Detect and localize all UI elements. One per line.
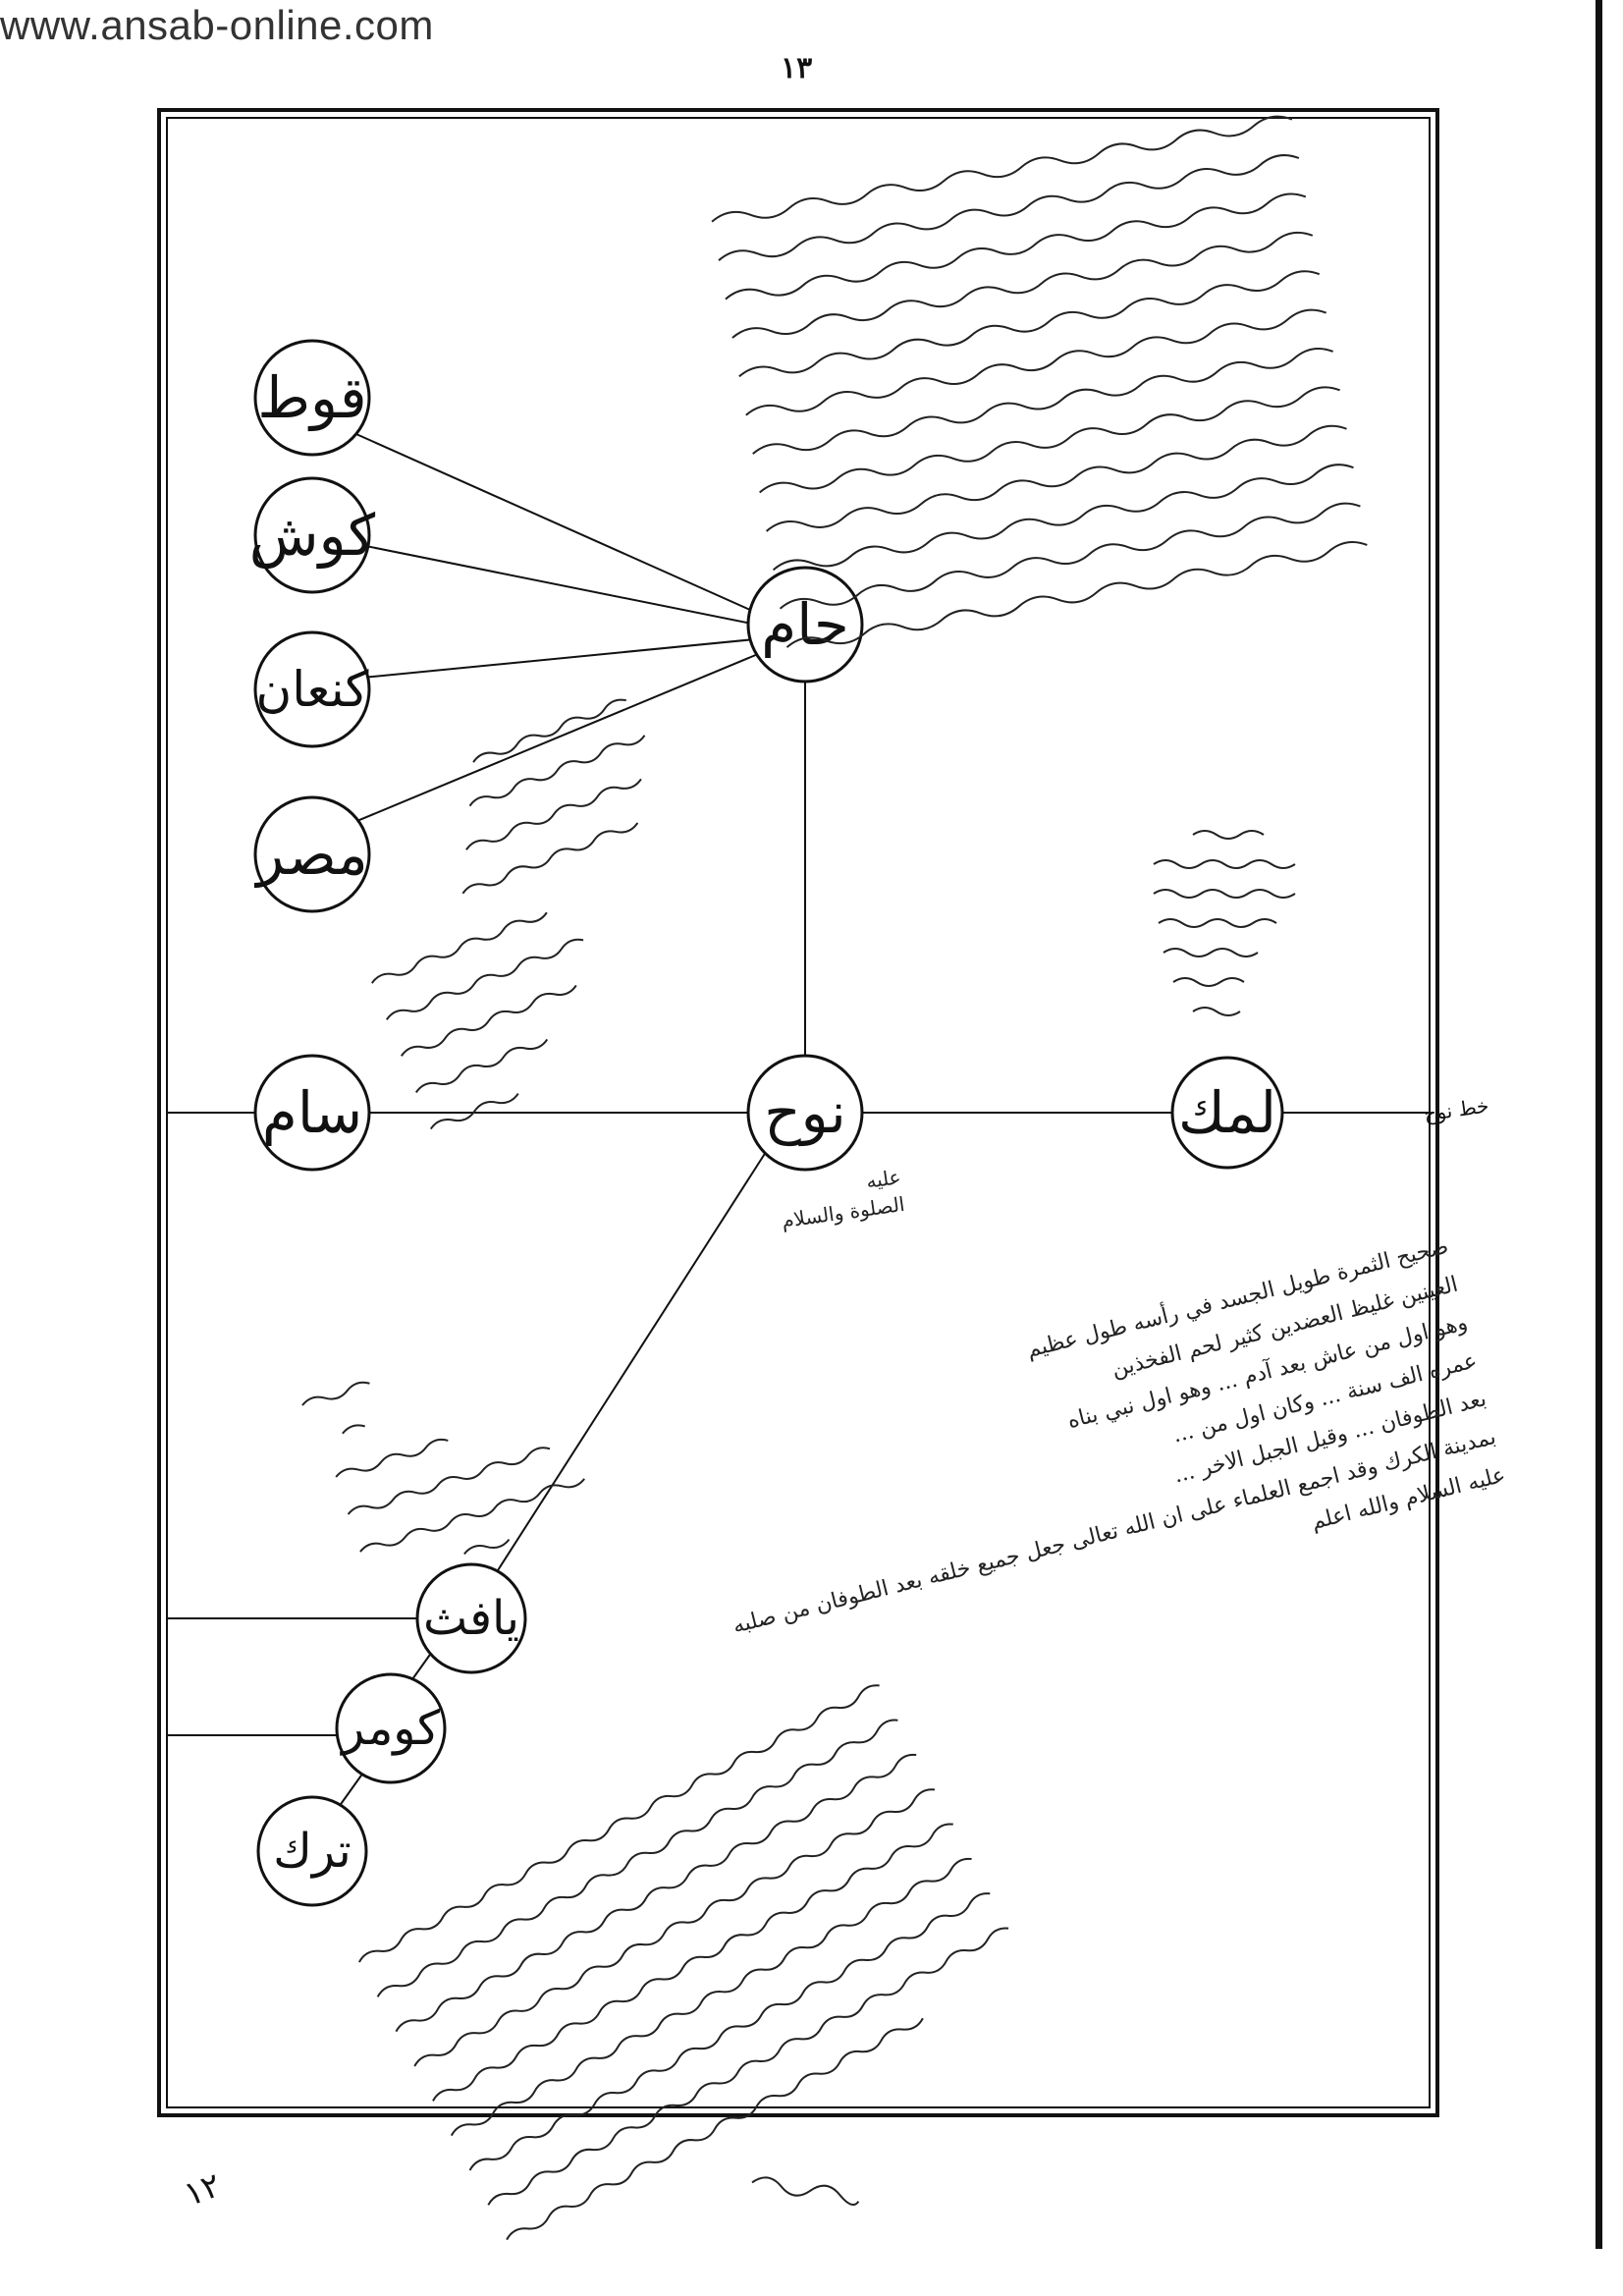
node-label-misr: مصر (253, 821, 367, 889)
node-label-turk: ترك (273, 1824, 351, 1879)
frame-outer (157, 108, 1439, 2117)
node-circle-sam (253, 1054, 371, 1172)
handwriting-lines-ham-sam (371, 698, 646, 1130)
node-circle-kush (253, 476, 371, 594)
node-circle-misr (253, 795, 371, 913)
node-circle-kanan (253, 630, 371, 748)
page-edge-line (1596, 0, 1602, 2249)
handwriting-block-bottom (330, 1627, 1103, 2262)
node-circle-yafith (415, 1562, 527, 1674)
node-label-yafith: يافث (423, 1591, 519, 1646)
handwriting-lines-yafith (301, 1381, 585, 1556)
line-ham-qut (311, 413, 806, 635)
node-circle-ham (746, 566, 864, 683)
node-label-lamak: لمك (1178, 1079, 1276, 1146)
page-number: ١٣ (781, 51, 813, 85)
node-label-kush: كوش (249, 502, 376, 570)
handwriting-block-yafith (287, 1292, 655, 1605)
node-label-kumar: كومر (340, 1701, 440, 1756)
handwriting-block-ham-sam (280, 654, 809, 1173)
node-label-kanan: كنعان (256, 661, 369, 718)
catchword-scribble (751, 2176, 860, 2207)
handwriting-block-lamak (1134, 820, 1311, 1036)
line-ham-kanan (311, 633, 806, 683)
handwriting-lines-top (711, 115, 1368, 648)
node-label-qut: قوط (257, 364, 366, 432)
line-ham-misr (311, 633, 806, 841)
node-circle-turk (256, 1795, 368, 1907)
handwriting-lines-bottom (357, 1684, 1009, 2241)
line-ham-kush (311, 534, 806, 635)
node-label-sam: سام (262, 1079, 362, 1146)
node-label-nuh: نوح (764, 1079, 846, 1147)
handwriting-lines-lamak (1153, 830, 1296, 1016)
node-circle-qut (253, 339, 371, 457)
node-circle-kumar (335, 1672, 447, 1784)
node-circle-lamak (1170, 1056, 1284, 1170)
node-circle-nuh (746, 1054, 864, 1172)
line-nuh-yafith (490, 1148, 769, 1582)
handwriting-block-top (687, 77, 1453, 699)
catchword (743, 2162, 866, 2224)
watermark: www.ansab-online.com (0, 2, 434, 48)
node-label-ham: حام (761, 591, 848, 658)
line-kumar-turk (338, 1772, 364, 1808)
